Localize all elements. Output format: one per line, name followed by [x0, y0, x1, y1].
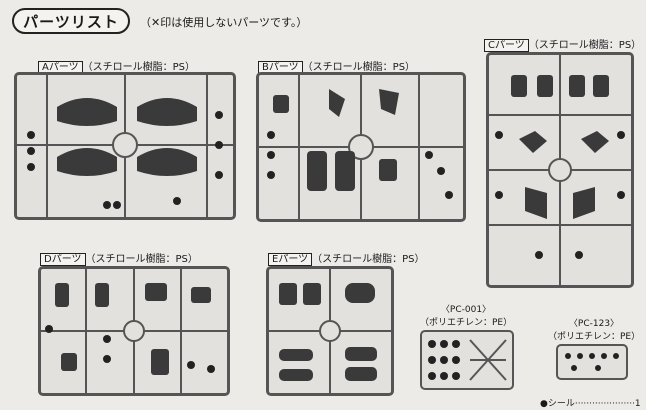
frame-e-label: Eパーツ（スチロール樹脂：PS）: [268, 250, 425, 266]
pc123-runner: [556, 344, 628, 380]
unused-parts-note: （✕印は使用しないパーツです。）: [140, 16, 308, 29]
frame-c-label: Cパーツ（スチロール樹脂：PS）: [484, 36, 641, 52]
pc123-label: 〈PC-123〉 （ポリエチレン：PE）: [548, 319, 641, 342]
page-title-text: パーツリスト: [23, 12, 119, 31]
seal-count: ●シール·····················1: [540, 399, 641, 409]
frame-e-parts: [269, 269, 391, 393]
frame-a-runner: [14, 72, 236, 220]
frame-a-label: Aパーツ（スチロール樹脂：PS）: [38, 58, 195, 74]
frame-e-runner: [266, 266, 394, 396]
pc001-label: 〈PC-001〉 （ポリエチレン：PE）: [420, 305, 513, 328]
frame-b-label: Bパーツ（スチロール樹脂：PS）: [258, 58, 415, 74]
page-title: パーツリスト: [12, 8, 130, 34]
frame-b-parts: [259, 75, 463, 219]
pc001-parts: [428, 339, 507, 381]
frame-c-parts: [489, 55, 631, 285]
frame-d-parts: [41, 269, 227, 393]
frame-b-runner: [256, 72, 466, 222]
frame-c-runner: [486, 52, 634, 288]
frame-d-runner: [38, 266, 230, 396]
frame-a-parts: [17, 75, 233, 217]
pc001-runner: [420, 330, 514, 390]
frame-d-label: Dパーツ（スチロール樹脂：PS）: [40, 250, 198, 266]
pc123-parts: [565, 353, 619, 371]
